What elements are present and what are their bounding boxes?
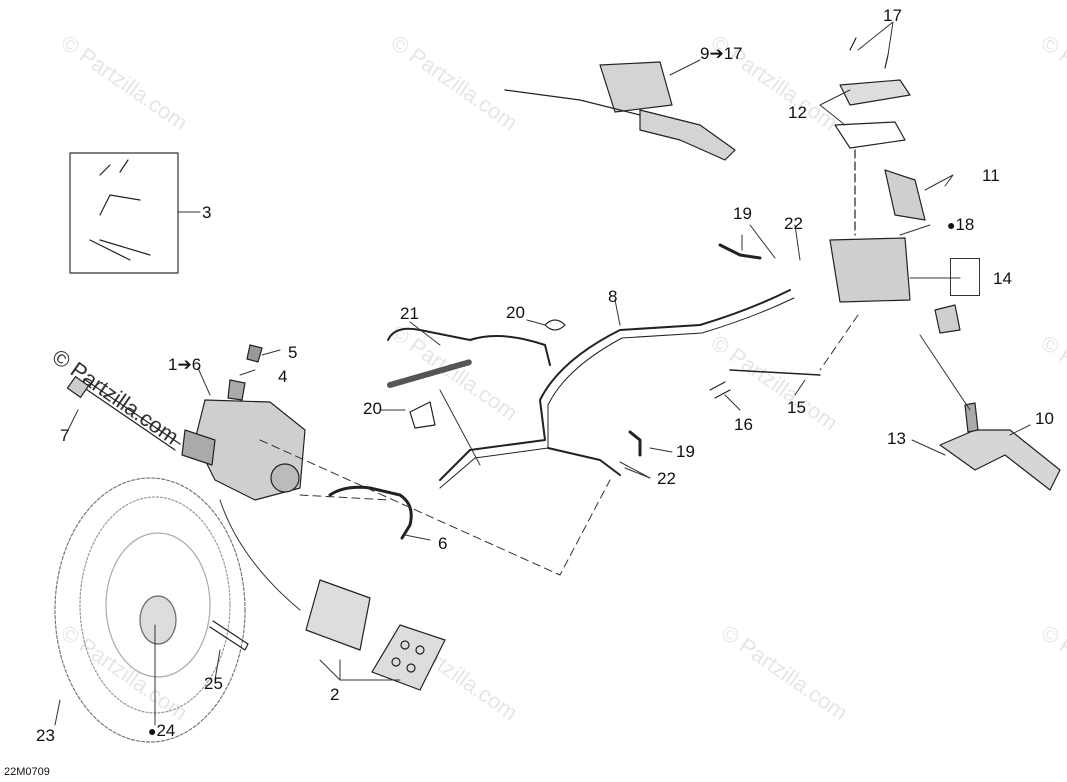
hose-8	[439, 289, 791, 481]
diagram-code: 22M0709	[4, 766, 50, 778]
callout-18: ●18	[947, 215, 975, 234]
kit-parts	[89, 159, 151, 261]
brake-disc	[54, 477, 246, 743]
switch-15	[729, 369, 821, 376]
callout-8: 8	[608, 287, 618, 306]
connector-16	[709, 381, 731, 399]
kit-box-3	[69, 152, 179, 274]
reservoir-cap	[834, 37, 911, 149]
callout-10: 10	[1035, 409, 1054, 428]
callout-23: 23	[36, 726, 55, 745]
callout-15: 15	[787, 398, 806, 417]
banjo-bolt-19a	[718, 243, 762, 260]
callout-13: 13	[887, 429, 906, 448]
brake-lever	[939, 402, 1061, 491]
callout-4: 4	[278, 367, 288, 386]
banjo-bolt-19b	[628, 430, 642, 457]
callout-25: 25	[204, 674, 223, 693]
spring-20	[387, 359, 473, 388]
hose-21	[387, 327, 551, 366]
callout-3: 3	[202, 203, 212, 222]
clip-20	[544, 319, 566, 331]
callout-11: 11	[982, 166, 1000, 185]
pin-25	[209, 620, 249, 651]
callout-12: 12	[788, 103, 807, 122]
spring-6	[328, 485, 413, 540]
callout-14: 14	[993, 269, 1012, 288]
callout-22a: 22	[784, 214, 803, 233]
callout-2: 2	[330, 685, 340, 704]
callout-19a: 19	[733, 204, 752, 223]
brake-caliper	[181, 344, 306, 501]
callout-1-6: 1➔6	[168, 355, 202, 374]
clip-20b	[409, 401, 436, 429]
callout-24: ●24	[148, 721, 176, 740]
callout-6: 6	[438, 534, 448, 553]
callout-17: 17	[883, 6, 902, 25]
drop-icon: ●	[947, 217, 956, 233]
callout-19b: 19	[676, 442, 695, 461]
callout-20b: 20	[363, 399, 382, 418]
master-cylinder-main	[829, 169, 961, 334]
callout-5: 5	[288, 343, 298, 362]
callout-21: 21	[400, 304, 419, 323]
drop-icon: ●	[148, 723, 157, 739]
bolt-7	[79, 378, 181, 451]
master-cylinder-upper	[504, 61, 736, 161]
callout-9-17: 9➔17	[700, 44, 743, 63]
brake-pads	[305, 579, 446, 691]
callout-7: 7	[60, 426, 70, 445]
callout-20a: 20	[506, 303, 525, 322]
grease-icon	[950, 258, 980, 296]
callout-16: 16	[734, 415, 753, 434]
callout-22b: 22	[657, 469, 676, 488]
